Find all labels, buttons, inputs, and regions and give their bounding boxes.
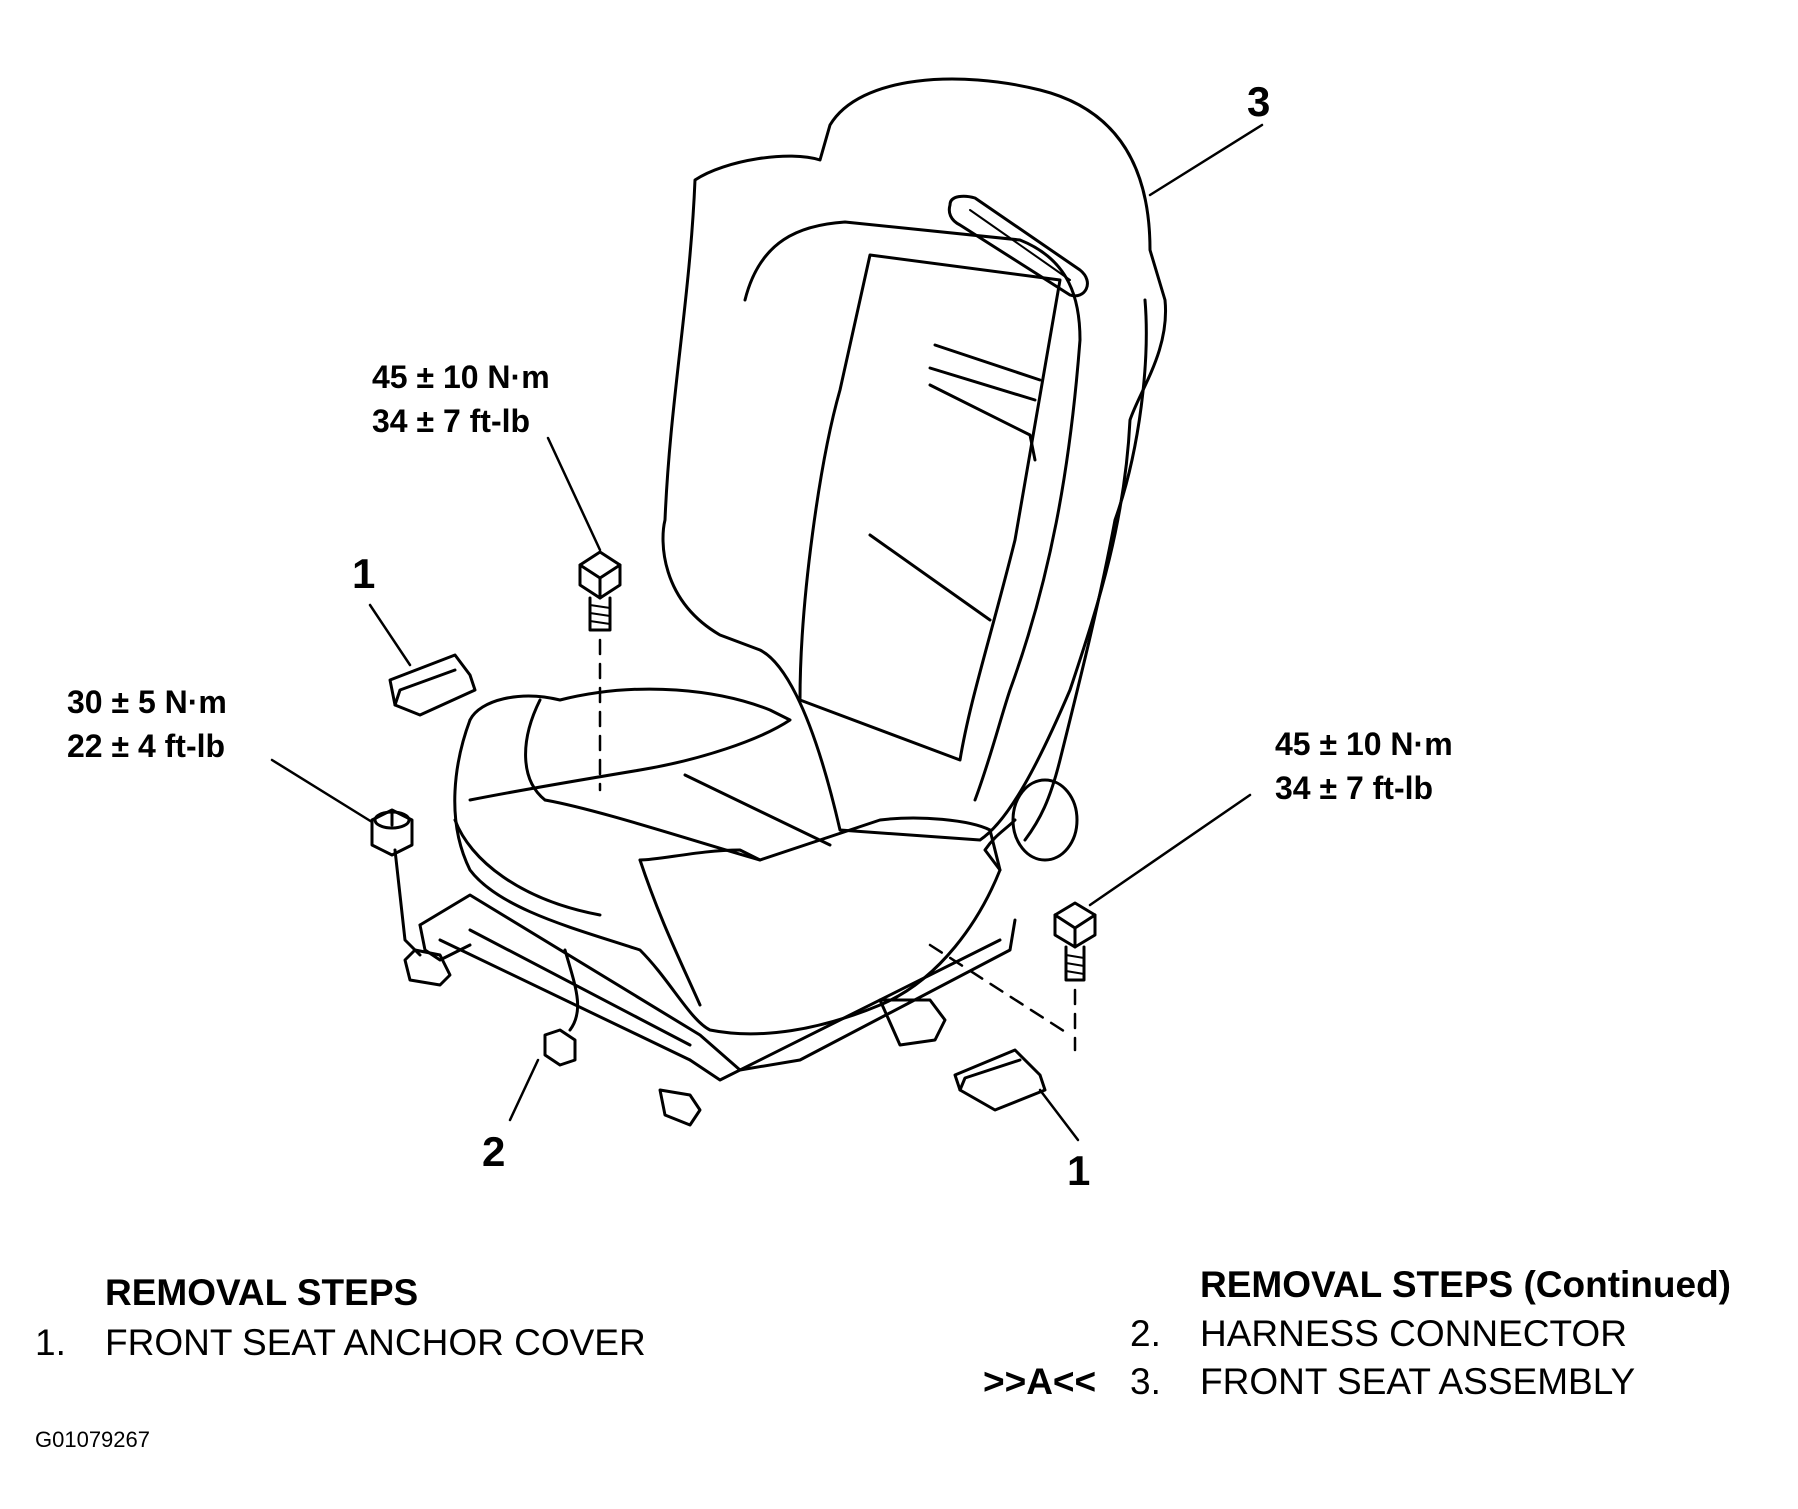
bolt-rear-inner (578, 550, 622, 632)
torque-rear-inner: 45 ± 10 N·m 34 ± 7 ft-lb (372, 355, 550, 443)
leader-rear-outer-nut (270, 758, 374, 824)
leader-front-outer-bolt (1088, 793, 1252, 907)
anchor-cover-right (953, 1048, 1047, 1112)
figure-code: G01079267 (35, 1427, 150, 1452)
callout-2: 2 (482, 1128, 506, 1175)
torque-front-outer-imperial: 34 ± 7 ft-lb (1275, 770, 1434, 806)
torque-rear-outer-metric: 30 ± 5 N·m (67, 684, 227, 720)
step-3-label: FRONT SEAT ASSEMBLY (1200, 1361, 1636, 1402)
step-3-marker: >>A<< (983, 1361, 1097, 1402)
leader-harness (508, 1058, 540, 1122)
leader-rear-inner-bolt (546, 436, 602, 552)
bolt-front-outer (1053, 901, 1097, 982)
torque-rear-outer: 30 ± 5 N·m 22 ± 4 ft-lb (67, 680, 227, 768)
step-2-label: HARNESS CONNECTOR (1200, 1313, 1627, 1354)
torque-front-outer-metric: 45 ± 10 N·m (1275, 726, 1453, 762)
step-2-number: 2. (1130, 1313, 1161, 1354)
step-1-number: 1. (35, 1322, 66, 1363)
leader-cover-right (1038, 1088, 1080, 1142)
harness-connector-body (543, 1028, 577, 1067)
seat-rail-left (418, 893, 1017, 1072)
step-3-number: 3. (1130, 1361, 1161, 1402)
step-1-label: FRONT SEAT ANCHOR COVER (105, 1322, 646, 1363)
callout-3: 3 (1247, 78, 1271, 125)
removal-steps-continued-heading: REMOVAL STEPS (Continued) (1200, 1264, 1732, 1305)
anchor-cover-left (388, 653, 477, 717)
seat-back-panel (798, 253, 1062, 762)
torque-front-outer: 45 ± 10 N·m 34 ± 7 ft-lb (1275, 722, 1453, 810)
seat-back-bolster (743, 220, 1082, 802)
torque-rear-outer-imperial: 22 ± 4 ft-lb (67, 728, 226, 764)
torque-rear-inner-metric: 45 ± 10 N·m (372, 359, 550, 395)
headrest-slot (947, 194, 1089, 298)
removal-steps-heading: REMOVAL STEPS (105, 1272, 419, 1313)
nut-rear-outer (370, 808, 414, 857)
torque-rear-inner-imperial: 34 ± 7 ft-lb (372, 403, 531, 439)
recliner-knob (1011, 778, 1079, 862)
seat-cushion (453, 718, 1002, 1036)
seat-back-outline (661, 77, 1168, 842)
callout-1-left: 1 (352, 550, 376, 597)
callout-1-right: 1 (1067, 1147, 1091, 1194)
leader-cover-left (368, 603, 412, 667)
leader-seat-assembly (1148, 123, 1264, 197)
